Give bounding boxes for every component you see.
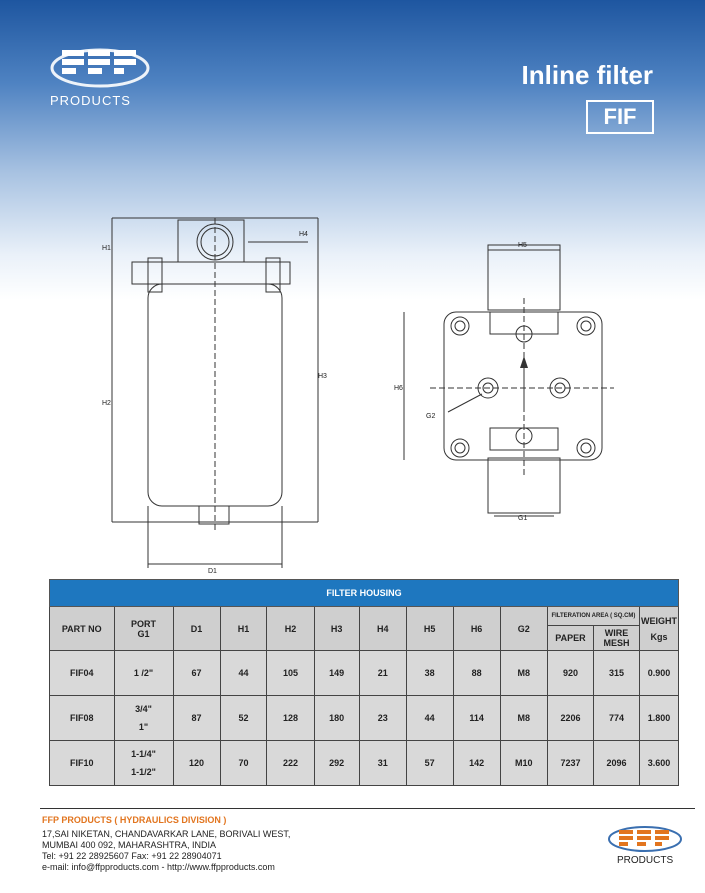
- cell-port-line1: 3/4": [135, 704, 152, 714]
- col-wire-mesh-line1: WIRE: [604, 628, 629, 638]
- cell-h1: 70: [219, 740, 268, 786]
- logo-text: PRODUCTS: [50, 93, 131, 108]
- col-weight: WEIGHT Kgs: [639, 606, 679, 651]
- ffp-logo: [50, 48, 150, 88]
- dim-h5: H5: [518, 242, 527, 249]
- cell-d1: 120: [172, 740, 221, 786]
- col-wire-mesh-line2: MESH: [603, 638, 630, 648]
- dim-h4: H4: [299, 231, 308, 238]
- cell-mesh: 774: [593, 695, 640, 741]
- cell-h6: 142: [452, 740, 501, 786]
- cell-h4: 23: [358, 695, 407, 741]
- cell-port-line2: 1-1/2": [131, 767, 156, 777]
- footer-address-line2: MUMBAI 400 092, MAHARASHTRA, INDIA: [42, 840, 217, 850]
- col-g2: G2: [499, 606, 548, 651]
- footer-ffp-logo: [608, 826, 682, 852]
- cell-part: FIF10: [49, 740, 115, 786]
- cell-port: 1-1/4" 1-1/2": [113, 740, 174, 786]
- cell-h6: 88: [452, 650, 501, 696]
- filter-housing-table: FILTER HOUSING PART NO PORT G1 D1 H1 H2 …: [49, 579, 679, 786]
- dim-h2: H2: [102, 400, 111, 407]
- cell-g2: M10: [499, 740, 548, 786]
- cell-port-line1: 1-1/4": [131, 749, 156, 759]
- col-paper: PAPER: [546, 625, 595, 651]
- table-row: FIF10 1-1/4" 1-1/2" 120 70 222 292 31 57…: [49, 740, 679, 786]
- col-port: PORT G1: [113, 606, 174, 651]
- cell-h4: 21: [358, 650, 407, 696]
- dim-d1: D1: [208, 568, 217, 575]
- cell-h3: 149: [313, 650, 360, 696]
- cell-h3: 180: [313, 695, 360, 741]
- footer-phone: Tel: +91 22 28925607 Fax: +91 22 2890407…: [42, 851, 222, 861]
- footer-company: FFP PRODUCTS ( HYDRAULICS DIVISION ): [42, 815, 227, 825]
- dim-g1: G1: [518, 515, 527, 522]
- col-port-line1: PORT: [131, 618, 157, 629]
- col-weight-line2: Kgs: [650, 631, 668, 642]
- cell-paper: 920: [546, 650, 595, 696]
- model-code: FIF: [586, 100, 654, 134]
- cell-part: FIF04: [49, 650, 115, 696]
- cell-h2: 222: [266, 740, 315, 786]
- cell-h1: 44: [219, 650, 268, 696]
- cell-mesh: 2096: [593, 740, 640, 786]
- table-caption: FILTER HOUSING: [49, 579, 679, 607]
- dim-h1: H1: [102, 245, 111, 252]
- cell-mesh: 315: [593, 650, 640, 696]
- col-port-line2: G1: [137, 628, 150, 639]
- col-h2: H2: [266, 606, 315, 651]
- cell-port: 1 /2": [113, 650, 174, 696]
- col-h1: H1: [219, 606, 268, 651]
- cell-d1: 67: [172, 650, 221, 696]
- cell-g2: M8: [499, 695, 548, 741]
- cell-port: 3/4" 1": [113, 695, 174, 741]
- cell-paper: 7237: [546, 740, 595, 786]
- cell-h5: 44: [405, 695, 454, 741]
- cell-d1: 87: [172, 695, 221, 741]
- cell-h2: 105: [266, 650, 315, 696]
- table-row: FIF08 3/4" 1" 87 52 128 180 23 44 114 M8…: [49, 695, 679, 741]
- cell-h1: 52: [219, 695, 268, 741]
- dim-h3: H3: [318, 373, 327, 380]
- col-filtration-area: FILTERATION AREA ( SQ.CM): [546, 606, 641, 626]
- col-part-no: PART NO: [49, 606, 115, 651]
- cell-paper: 2206: [546, 695, 595, 741]
- footer-logo-text: PRODUCTS: [617, 855, 674, 866]
- dim-g2: G2: [426, 413, 435, 420]
- col-h6: H6: [452, 606, 501, 651]
- cell-port-line2: 1": [138, 722, 149, 732]
- col-wire-mesh: WIRE MESH: [593, 625, 640, 651]
- footer-address: 17,SAI NIKETAN, CHANDAVARKAR LANE, BORIV…: [42, 829, 290, 873]
- col-h4: H4: [358, 606, 407, 651]
- cell-h2: 128: [266, 695, 315, 741]
- technical-drawing: H1 H4 H2 H3 D1 H5 H6 G2 G1: [102, 217, 614, 575]
- cell-h5: 38: [405, 650, 454, 696]
- cell-h3: 292: [313, 740, 360, 786]
- cell-h6: 114: [452, 695, 501, 741]
- cell-h4: 31: [358, 740, 407, 786]
- col-h5: H5: [405, 606, 454, 651]
- dim-h6: H6: [394, 385, 403, 392]
- footer-divider: [40, 808, 695, 809]
- footer-address-line1: 17,SAI NIKETAN, CHANDAVARKAR LANE, BORIV…: [42, 829, 291, 839]
- table-row: FIF04 1 /2" 67 44 105 149 21 38 88 M8 92…: [49, 650, 679, 696]
- cell-weight: 0.900: [639, 650, 679, 696]
- cell-port-line1: 1 /2": [133, 668, 154, 678]
- cell-weight: 1.800: [639, 695, 679, 741]
- page-title: Inline filter: [521, 60, 653, 90]
- col-weight-line1: WEIGHT: [641, 615, 677, 626]
- col-d1: D1: [172, 606, 221, 651]
- cell-h5: 57: [405, 740, 454, 786]
- col-h3: H3: [313, 606, 360, 651]
- cell-g2: M8: [499, 650, 548, 696]
- cell-weight: 3.600: [639, 740, 679, 786]
- cell-part: FIF08: [49, 695, 115, 741]
- footer-email[interactable]: e-mail: info@ffpproducts.com - http://ww…: [42, 862, 275, 872]
